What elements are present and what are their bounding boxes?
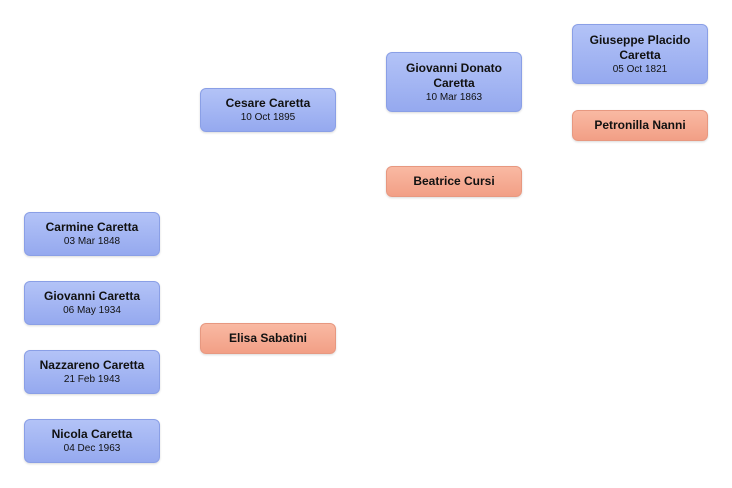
- person-date: 10 Mar 1863: [425, 91, 483, 103]
- person-name: Petronilla Nanni: [594, 118, 686, 132]
- person-name: Nazzareno Caretta: [39, 358, 145, 372]
- person-name: Carmine Caretta: [45, 220, 139, 234]
- person-node-nicola-caretta[interactable]: Nicola Caretta 04 Dec 1963: [24, 419, 160, 463]
- person-node-giovanni-donato-caretta[interactable]: Giovanni Donato Caretta 10 Mar 1863: [386, 52, 522, 112]
- person-name: Nicola Caretta: [51, 427, 133, 441]
- person-date: 06 May 1934: [63, 305, 121, 316]
- person-name: Elisa Sabatini: [228, 331, 308, 345]
- person-name: Giovanni Caretta: [43, 289, 141, 303]
- person-name: Giuseppe Placido Caretta: [589, 32, 691, 62]
- person-date: 04 Dec 1963: [63, 443, 121, 454]
- person-date: 03 Mar 1848: [63, 236, 121, 247]
- person-date: 05 Oct 1821: [612, 63, 668, 75]
- person-node-giovanni-caretta[interactable]: Giovanni Caretta 06 May 1934: [24, 281, 160, 325]
- person-name: Cesare Caretta: [225, 96, 311, 110]
- person-name: Giovanni Donato Caretta: [406, 60, 502, 90]
- person-name: Beatrice Cursi: [413, 174, 495, 188]
- person-node-beatrice-cursi[interactable]: Beatrice Cursi: [386, 166, 522, 197]
- person-node-nazzareno-caretta[interactable]: Nazzareno Caretta 21 Feb 1943: [24, 350, 160, 394]
- person-node-petronilla-nanni[interactable]: Petronilla Nanni: [572, 110, 708, 141]
- person-node-elisa-sabatini[interactable]: Elisa Sabatini: [200, 323, 336, 354]
- person-date: 21 Feb 1943: [63, 374, 121, 385]
- person-date: 10 Oct 1895: [240, 112, 296, 123]
- person-node-carmine-caretta[interactable]: Carmine Caretta 03 Mar 1848: [24, 212, 160, 256]
- person-node-cesare-caretta[interactable]: Cesare Caretta 10 Oct 1895: [200, 88, 336, 132]
- person-node-giuseppe-placido-caretta[interactable]: Giuseppe Placido Caretta 05 Oct 1821: [572, 24, 708, 84]
